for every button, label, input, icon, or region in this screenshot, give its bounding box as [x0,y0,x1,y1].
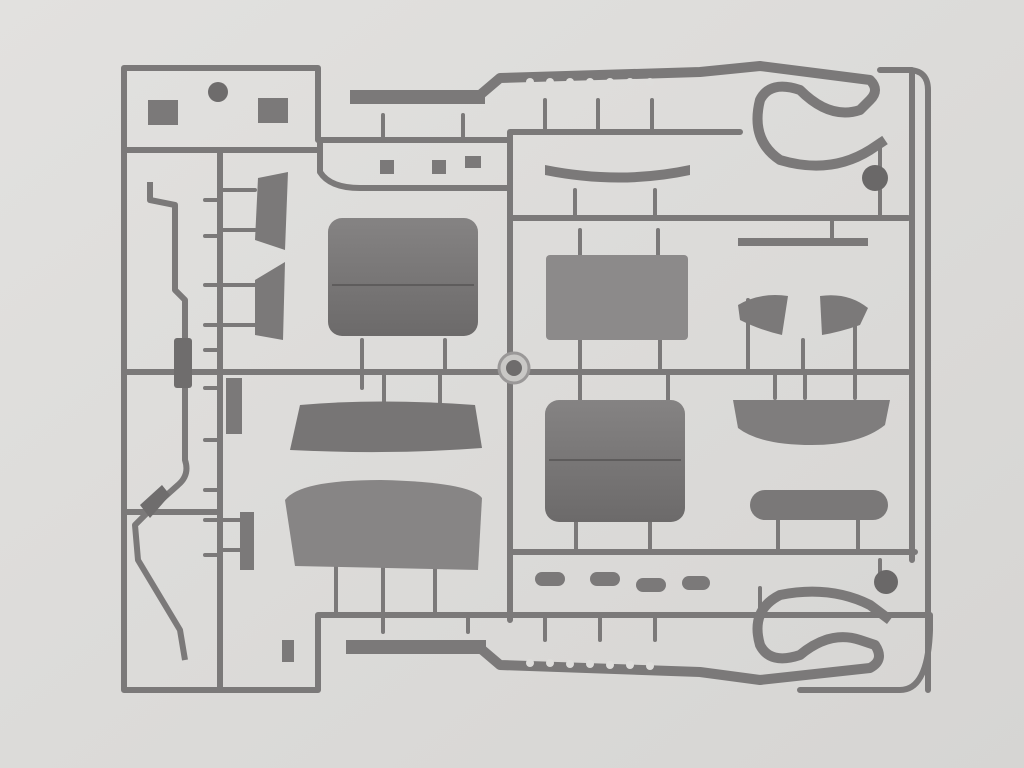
seat-back-right [733,400,890,445]
branch-gates [203,98,882,642]
muffler [174,338,192,388]
bench-seat-upper-left [328,218,478,336]
exhaust-cylinder-part [750,490,888,520]
small-clip-parts [282,156,710,662]
exhaust-tip [140,485,170,518]
headlamp-bottom-right [874,570,898,594]
small-bracket-part [226,378,242,434]
side-panel-upper [255,172,288,250]
curved-bumper-part [545,165,690,183]
seat-cushion-left [290,401,482,453]
small-square-part-left [148,100,178,125]
chassis-rail-top [350,61,888,171]
small-square-part-right [258,98,288,123]
headlamp-top-right [862,165,888,191]
round-knob-part [208,82,228,102]
small-plate-part [240,512,254,570]
seat-tub-left [285,480,482,570]
chassis-rail-bottom [346,586,893,685]
side-panel-lower [255,262,285,340]
mudguard-left [738,295,788,335]
floor-panel [546,255,688,340]
mudguard-right [820,295,868,335]
long-bar-part [738,238,868,246]
exhaust-pipe [132,182,190,661]
